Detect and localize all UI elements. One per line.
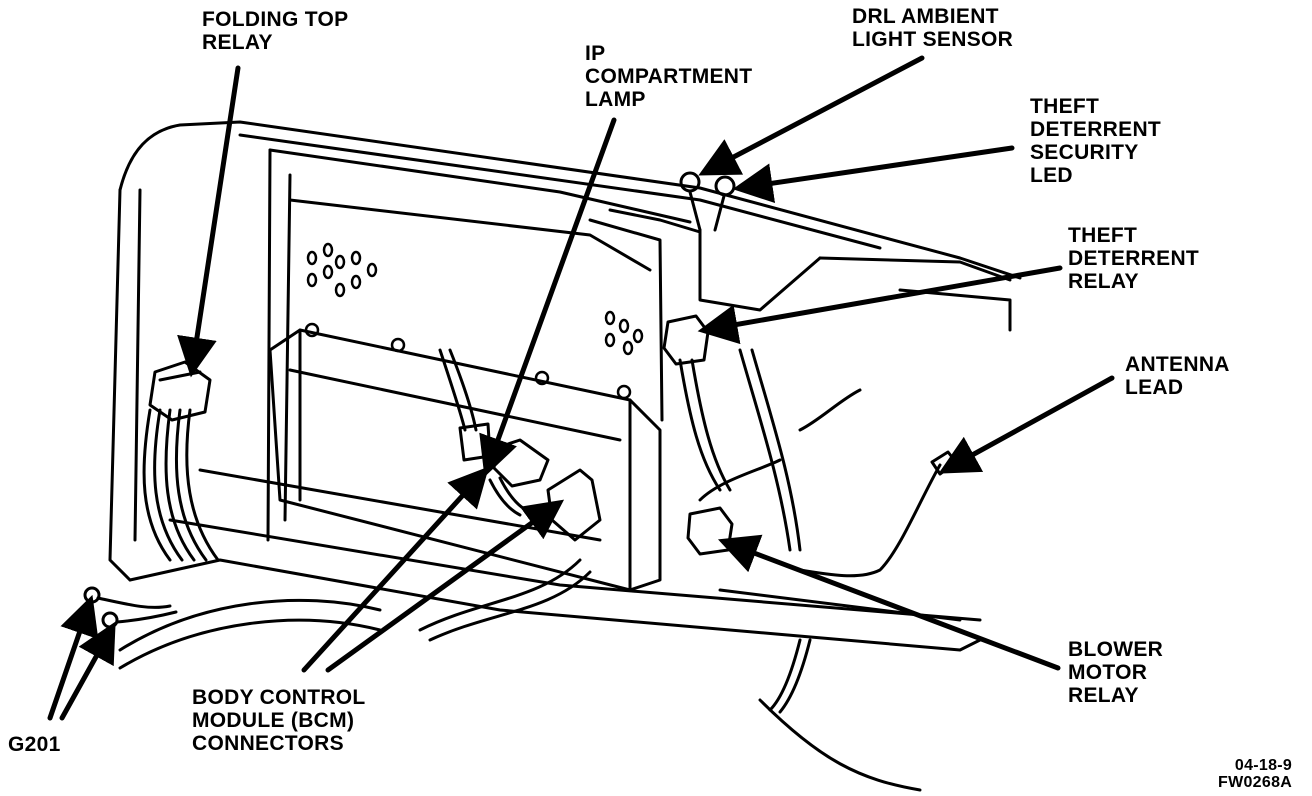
label-folding-top-relay: FOLDING TOP RELAY [202, 8, 349, 54]
label-drl-ambient-light-sensor: DRL AMBIENT LIGHT SENSOR [852, 5, 1014, 51]
figure-code: 04-18-9 FW0268A [1218, 757, 1293, 791]
arrow-drl-sensor [698, 55, 925, 176]
dashboard-panel-outline [108, 120, 1022, 582]
arrow-g201-a [47, 594, 99, 721]
label-theft-deterrent-relay: THEFT DETERRENT RELAY [1068, 224, 1200, 293]
label-blower-motor-relay: BLOWER MOTOR RELAY [1068, 638, 1164, 707]
label-ip-compartment-lamp: IP COMPARTMENT LAMP [585, 42, 753, 111]
arrow-theft-relay [697, 265, 1063, 345]
label-bcm-connectors: BODY CONTROL MODULE (BCM) CONNECTORS [192, 686, 366, 755]
arrow-blower-relay [717, 534, 1061, 671]
label-antenna-lead: ANTENNA LEAD [1125, 353, 1230, 399]
arrow-ip-lamp [479, 117, 617, 478]
label-theft-deterrent-security-led: THEFT DETERRENT SECURITY LED [1030, 95, 1162, 187]
bcm-housing [268, 328, 662, 592]
arrow-bcm-a [301, 466, 490, 673]
arrow-folding-top-relay [177, 65, 241, 378]
label-g201: G201 [8, 733, 61, 756]
wire-harnesses [118, 348, 942, 714]
arrow-antenna-lead [938, 375, 1115, 474]
arrow-bcm-b [325, 499, 565, 673]
arrow-security-led [732, 145, 1015, 204]
blower-relay-part [686, 506, 734, 556]
leader-arrows [47, 55, 1115, 721]
led-sensor-parts [608, 171, 736, 234]
ground-terminals [83, 586, 178, 629]
theft-relay-part [662, 314, 710, 366]
panel-holes [304, 242, 644, 400]
arrow-g201-b [59, 621, 116, 721]
